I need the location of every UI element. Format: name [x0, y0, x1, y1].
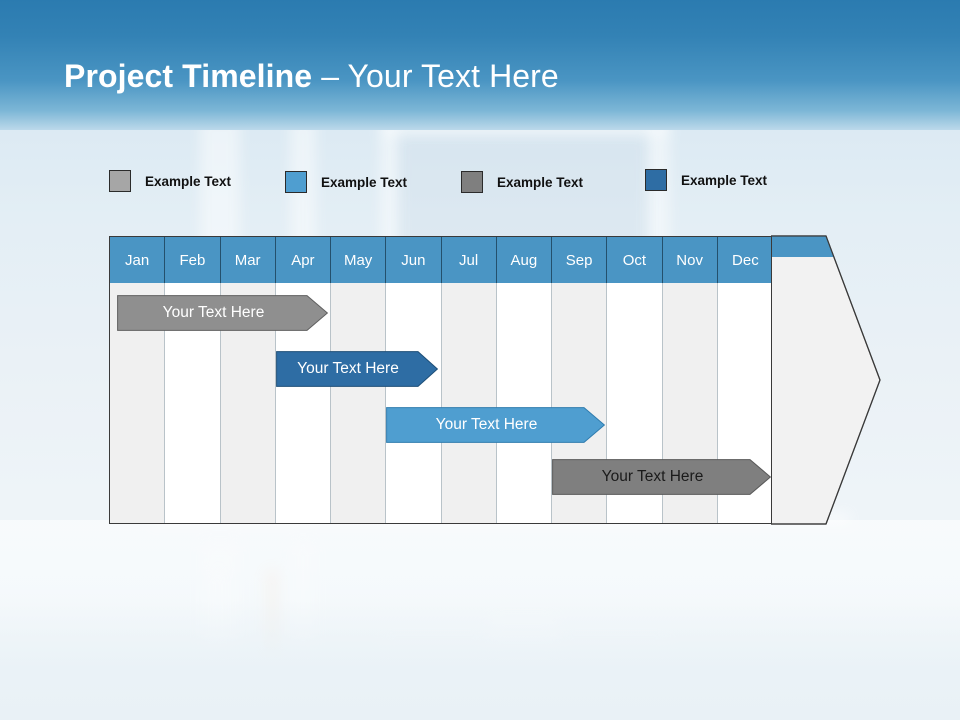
legend-item-1[interactable]: Example Text [109, 170, 231, 192]
legend-item-2[interactable]: Example Text [285, 171, 407, 193]
task-bar-1-label: Your Text Here [162, 304, 265, 321]
month-column-jun [386, 237, 442, 523]
month-header-nov[interactable]: Nov [662, 237, 718, 283]
month-header-dec-label: Dec [732, 251, 759, 269]
month-header-apr-label: Apr [291, 251, 315, 269]
legend-item-3[interactable]: Example Text [461, 171, 583, 193]
month-header-apr[interactable]: Apr [275, 237, 331, 283]
month-header-may[interactable]: May [331, 237, 387, 283]
page-title-light: – Your Text Here [312, 58, 559, 94]
title-band [0, 0, 960, 130]
legend: Example Text Example Text Example Text E… [0, 168, 960, 198]
month-column-jan [110, 237, 166, 523]
month-header-jul[interactable]: Jul [441, 237, 497, 283]
month-column-feb [165, 237, 221, 523]
month-column-aug [497, 237, 552, 523]
legend-label-3: Example Text [497, 174, 584, 190]
month-header-jan[interactable]: Jan [110, 237, 166, 283]
month-column-jul [441, 237, 497, 523]
month-header-mar-label: Mar [234, 251, 261, 269]
task-bar-2[interactable]: Your Text Here [276, 351, 438, 387]
month-header-sep-label: Sep [565, 251, 593, 269]
month-column-oct [607, 237, 663, 523]
month-header-may-label: May [343, 251, 373, 269]
page-title: Project Timeline – Your Text Here [64, 58, 559, 95]
task-bar-1[interactable]: Your Text Here [117, 295, 328, 331]
task-bar-4-shape [552, 459, 771, 495]
legend-label-1: Example Text [145, 173, 232, 189]
timeline-grid: Jan Feb Mar Apr May Jun Jul Aug Sep Oct … [109, 236, 772, 524]
month-header-oct-label: Oct [622, 251, 647, 269]
legend-swatch-blue-dark-icon [645, 169, 667, 191]
month-header-nov-label: Nov [676, 251, 703, 269]
timeline-chart: Jan Feb Mar Apr May Jun Jul Aug Sep Oct … [109, 235, 881, 525]
task-bar-4[interactable]: Your Text Here [552, 459, 771, 495]
month-header-dec[interactable]: Dec [717, 237, 771, 283]
legend-item-4[interactable]: Example Text [645, 169, 767, 191]
month-header-jun-label: Jun [401, 251, 426, 269]
task-bar-3-label: Your Text Here [435, 416, 538, 433]
month-header-mar[interactable]: Mar [220, 237, 276, 283]
task-bar-2-shape [276, 351, 438, 387]
task-bar-3-shape [386, 407, 605, 443]
month-header-aug-label: Aug [510, 251, 538, 269]
page-title-strong: Project Timeline [64, 58, 313, 94]
month-header-feb[interactable]: Feb [165, 237, 221, 283]
month-header-jan-label: Jan [125, 251, 150, 269]
legend-swatch-blue-light-icon [285, 171, 307, 193]
legend-swatch-gray-light-icon [109, 170, 131, 192]
task-bar-2-label: Your Text Here [297, 360, 399, 377]
month-header-jul-label: Jul [459, 251, 479, 269]
legend-label-4: Example Text [681, 172, 768, 188]
background-bottom-gradient [0, 600, 960, 720]
task-bar-3[interactable]: Your Text Here [386, 407, 605, 443]
month-header-aug[interactable]: Aug [496, 237, 552, 283]
month-header-jun[interactable]: Jun [386, 237, 442, 283]
task-bar-4-label: Your Text Here [601, 468, 704, 485]
month-header-sep[interactable]: Sep [552, 237, 608, 283]
month-header-row: Jan Feb Mar Apr May Jun Jul Aug Sep Oct … [110, 237, 771, 283]
legend-label-2: Example Text [321, 174, 408, 190]
month-header-feb-label: Feb [179, 251, 206, 269]
month-header-oct[interactable]: Oct [607, 237, 663, 283]
timeline-arrow-head-icon [771, 235, 881, 525]
legend-swatch-gray-dark-icon [461, 171, 483, 193]
month-column-mar [220, 237, 276, 523]
task-bar-1-shape [117, 295, 328, 331]
